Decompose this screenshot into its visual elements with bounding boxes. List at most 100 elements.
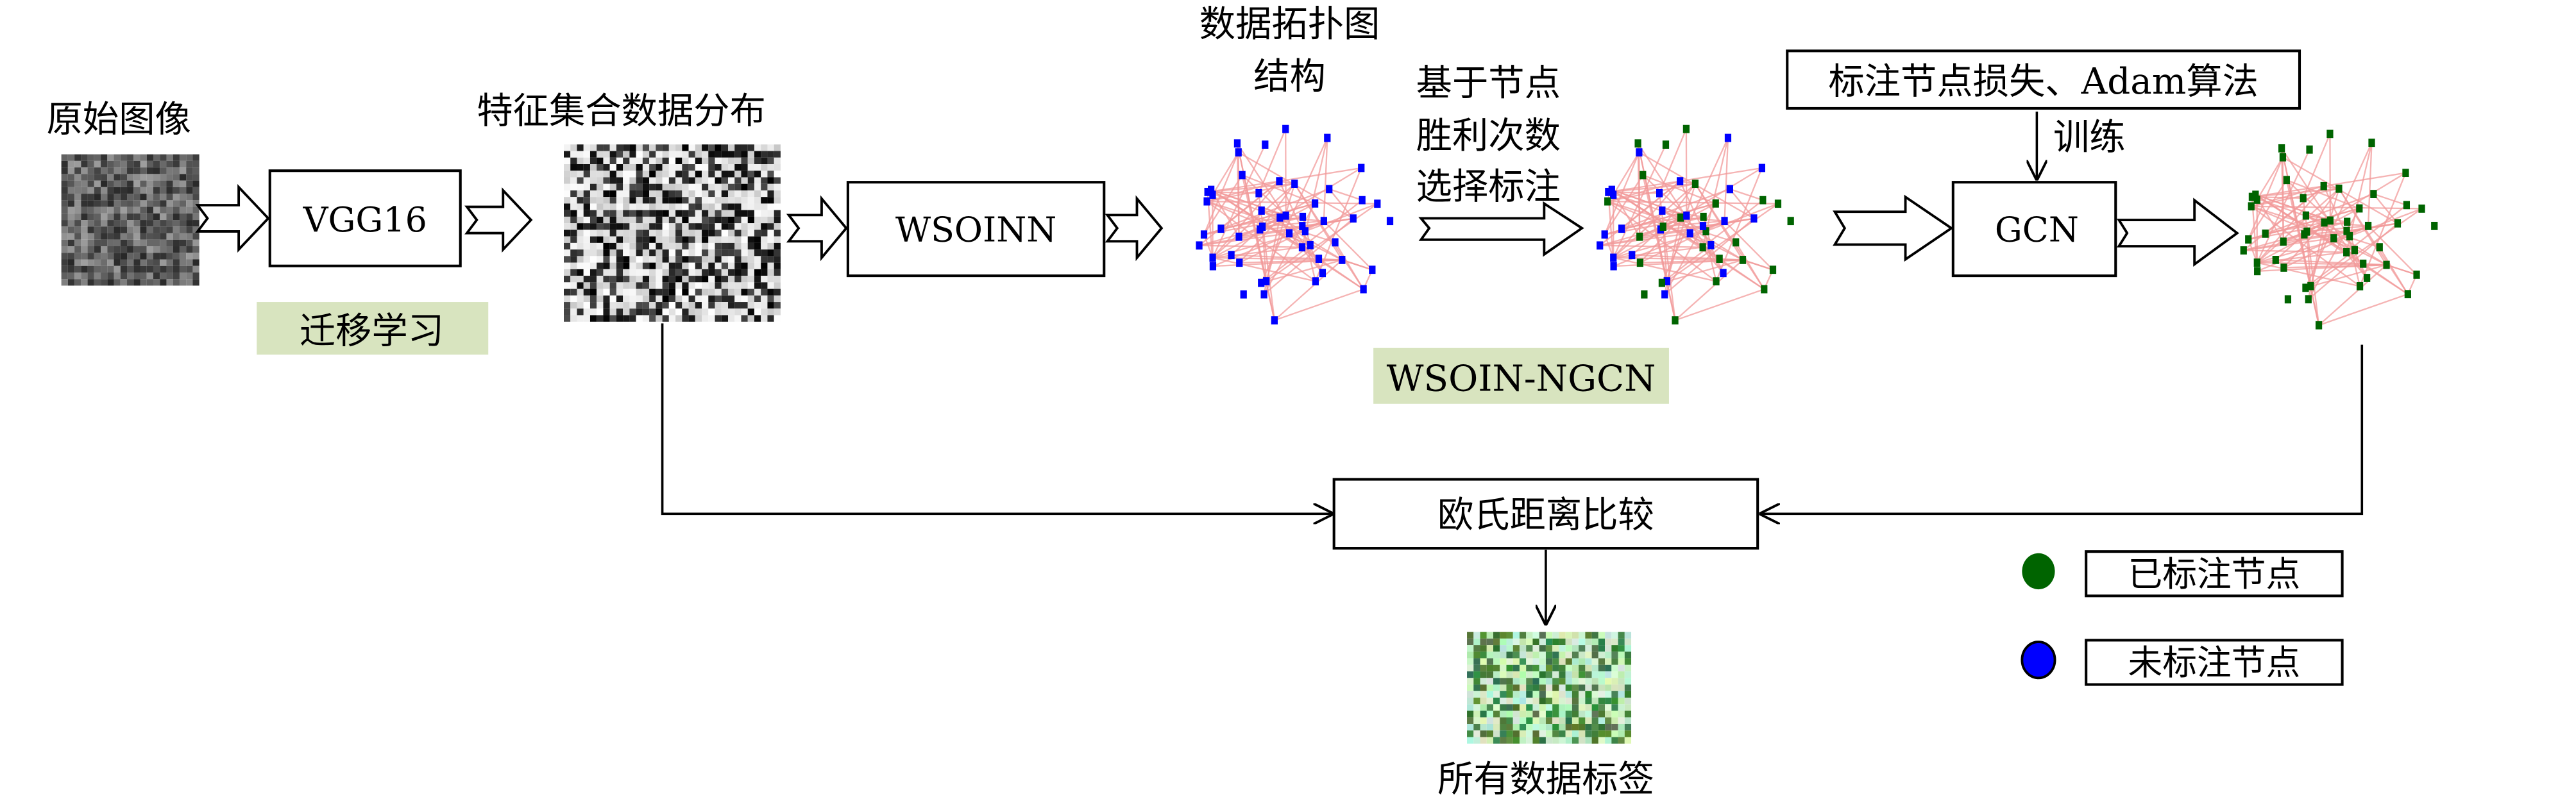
graph-edge xyxy=(1607,201,1717,282)
graph-node xyxy=(2330,234,2337,242)
graph-node xyxy=(1358,164,1365,172)
graph-node xyxy=(2272,256,2279,264)
graph-node xyxy=(2364,221,2372,230)
graph-edge xyxy=(1207,180,1280,193)
graph-edge xyxy=(2243,237,2334,251)
graph-edge xyxy=(2373,193,2407,206)
graph-node xyxy=(2283,176,2290,185)
graph-node xyxy=(1636,148,1643,157)
graph-edge xyxy=(1600,232,1690,246)
graph-edge xyxy=(2257,262,2360,287)
graph-node xyxy=(2245,235,2252,244)
graph-edge xyxy=(2338,188,2409,295)
graph-node xyxy=(1298,243,1306,252)
graph-edge xyxy=(2275,259,2387,266)
graph-edge xyxy=(1314,167,1362,282)
graph-node xyxy=(2253,258,2260,267)
graph-edge xyxy=(2359,172,2407,287)
graph-node xyxy=(1601,230,1608,239)
feature-distribution-image xyxy=(564,144,781,322)
graph-node xyxy=(1360,285,1367,294)
graph-edge xyxy=(1206,201,1316,282)
graph-edge xyxy=(1675,288,1765,321)
graph-node xyxy=(2413,271,2420,279)
graph-edge xyxy=(2333,237,2387,266)
feature-distribution-title: 特征集合数据分布 xyxy=(477,90,766,132)
graph-edge xyxy=(1260,137,1328,283)
gcn-box[interactable] xyxy=(1951,181,2117,278)
graph-edge xyxy=(2280,148,2284,242)
graph-edge xyxy=(1199,244,1302,248)
graph-node xyxy=(2248,192,2256,201)
graph-edge xyxy=(1640,259,1743,264)
graph-node xyxy=(1656,189,1663,197)
wsoinn-box[interactable] xyxy=(846,181,1106,278)
graph-node xyxy=(2315,321,2323,330)
graph-node xyxy=(2351,246,2359,255)
graph-edge xyxy=(1690,232,1743,261)
graph-node xyxy=(1682,124,1690,133)
graph-node xyxy=(1724,133,1732,142)
graph-node xyxy=(2302,283,2309,292)
graph-edge xyxy=(2257,251,2347,264)
graph-edge xyxy=(1323,220,1373,271)
graph-node xyxy=(1386,217,1394,226)
graph-node xyxy=(1276,213,1284,222)
graph-edge xyxy=(1241,174,1287,217)
graph-edge xyxy=(1294,183,1364,290)
graph-node xyxy=(1712,199,1719,208)
graph-node xyxy=(1605,187,1612,196)
graph-edge xyxy=(1613,152,1640,196)
graph-node xyxy=(1610,262,1617,271)
graph-node xyxy=(1699,222,1707,230)
graph-edge xyxy=(2305,264,2387,289)
graph-edge xyxy=(1679,167,1763,182)
graph-edge xyxy=(2346,204,2407,253)
graph-edge xyxy=(1289,232,1343,261)
graph-edge xyxy=(1212,246,1303,259)
graph-edge xyxy=(2275,233,2305,261)
graph-edge xyxy=(2305,142,2373,289)
graph-node xyxy=(1209,253,1216,262)
graph-edge xyxy=(1199,232,1290,246)
graph-node xyxy=(2253,196,2260,204)
graph-edge xyxy=(1608,180,1681,193)
graph-edge xyxy=(1266,183,1296,281)
graph-node xyxy=(2307,281,2314,290)
graph-node xyxy=(2320,181,2327,190)
graph-node xyxy=(2356,281,2364,290)
graph-edge xyxy=(1301,199,1363,248)
graph-edge xyxy=(2323,172,2406,187)
graph-edge xyxy=(1637,143,1641,237)
loss-box[interactable] xyxy=(1786,49,2301,110)
graph-node xyxy=(1301,227,1309,236)
graph-node xyxy=(1260,290,1267,299)
graph-edge xyxy=(1323,138,1328,221)
graph-node xyxy=(2303,227,2310,236)
graph-node xyxy=(1208,185,1215,194)
graph-edge xyxy=(2284,264,2387,269)
graph-node xyxy=(2394,219,2402,228)
legend-unlabeled-marker xyxy=(2021,641,2056,680)
graph-edge xyxy=(2286,179,2331,221)
graph-edge xyxy=(1724,138,1729,221)
graph-node xyxy=(1758,164,1766,172)
graph-edge xyxy=(2243,185,2325,251)
vgg16-box[interactable] xyxy=(268,169,462,267)
graph-edge xyxy=(1613,256,1716,282)
graph-node xyxy=(2402,169,2409,178)
transfer-learning-highlight xyxy=(257,302,489,355)
graph-edge xyxy=(1666,203,1779,282)
topology-title-line1: 数据拓扑图 xyxy=(1199,3,1380,45)
euclid-compare-box[interactable] xyxy=(1332,478,1759,550)
graph-node xyxy=(1686,229,1693,238)
gcn-to-compare-line xyxy=(1759,344,2364,514)
graph-node xyxy=(2284,295,2292,304)
graph-node xyxy=(2431,221,2438,230)
graph-node xyxy=(2335,184,2343,193)
graph-node xyxy=(2370,190,2377,198)
graph-node xyxy=(1604,197,1611,206)
graph-edge xyxy=(1263,217,1354,295)
flow-arrow-4 xyxy=(1105,195,1164,262)
graph-node xyxy=(1326,185,1333,194)
